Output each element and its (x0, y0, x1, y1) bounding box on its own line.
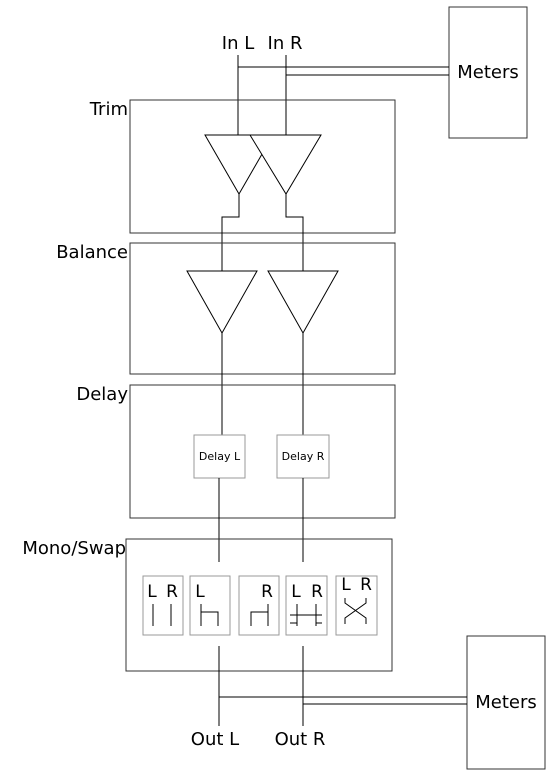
delay-block-left (193, 434, 246, 479)
stage-label-delay: Delay (76, 384, 128, 405)
input-label-left: In L (222, 33, 254, 54)
trim-amp-right (249, 134, 322, 195)
mode-left-to-both[interactable]: L (189, 575, 231, 636)
mode-swap-routing-icon (344, 598, 367, 624)
meters-label-top: Meters (457, 62, 519, 83)
mode-normal-left-label: L (147, 582, 157, 602)
input-meter-wires (238, 66, 449, 76)
mode-left-to-both-left-label: L (195, 582, 205, 602)
stage-label-balance: Balance (56, 242, 128, 263)
mode-right-to-both[interactable]: R (238, 575, 280, 636)
output-wires (218, 646, 304, 726)
delay-block-right-label: Delay R (282, 450, 325, 463)
mode-mono-routing-icon (290, 604, 322, 626)
mode-normal-routing-icon (152, 604, 172, 626)
mode-mono-left-label: L (291, 582, 301, 602)
mode-right-to-both-right-label: R (261, 582, 273, 602)
output-label-left: Out L (191, 729, 239, 750)
stage-label-mono-swap: Mono/Swap (22, 538, 126, 559)
delay-block-right (276, 434, 330, 479)
mode-swap[interactable]: L R (335, 575, 378, 636)
mode-right-to-both-routing-icon (250, 604, 269, 626)
meters-label-bottom: Meters (475, 692, 537, 713)
trim-to-balance-wires (221, 194, 304, 271)
trim-amp-left (204, 134, 274, 196)
stage-box-balance (129, 242, 396, 375)
meters-box-top (448, 6, 528, 139)
mode-mono-box[interactable] (285, 575, 328, 636)
mode-mono-right-label: R (311, 582, 323, 602)
balance-to-delay-wires (221, 333, 304, 435)
mode-right-to-both-box[interactable] (238, 575, 280, 636)
stage-box-delay (129, 384, 396, 519)
mode-left-to-both-box[interactable] (189, 575, 231, 636)
mode-normal[interactable]: L R (142, 575, 184, 636)
delay-block-left-label: Delay L (199, 450, 241, 463)
output-meter-wires (219, 696, 467, 705)
stage-label-trim: Trim (89, 99, 128, 120)
mode-normal-box[interactable] (142, 575, 184, 636)
stage-box-mono-swap (125, 538, 393, 672)
mode-left-to-both-routing-icon (200, 604, 219, 626)
input-wires (237, 55, 287, 135)
mode-swap-box[interactable] (335, 575, 378, 636)
output-label-right: Out R (275, 729, 326, 750)
balance-amp-right (267, 270, 339, 335)
mode-swap-left-label: L (341, 575, 351, 595)
meters-box-bottom (466, 635, 546, 770)
mode-mono[interactable]: L R (285, 575, 328, 636)
mode-normal-right-label: R (166, 582, 178, 602)
delay-to-monoswap-wires (218, 478, 304, 562)
input-label-right: In R (268, 33, 303, 54)
stage-box-trim (129, 99, 396, 234)
mode-swap-right-label: R (360, 575, 372, 595)
balance-amp-left (186, 270, 258, 335)
